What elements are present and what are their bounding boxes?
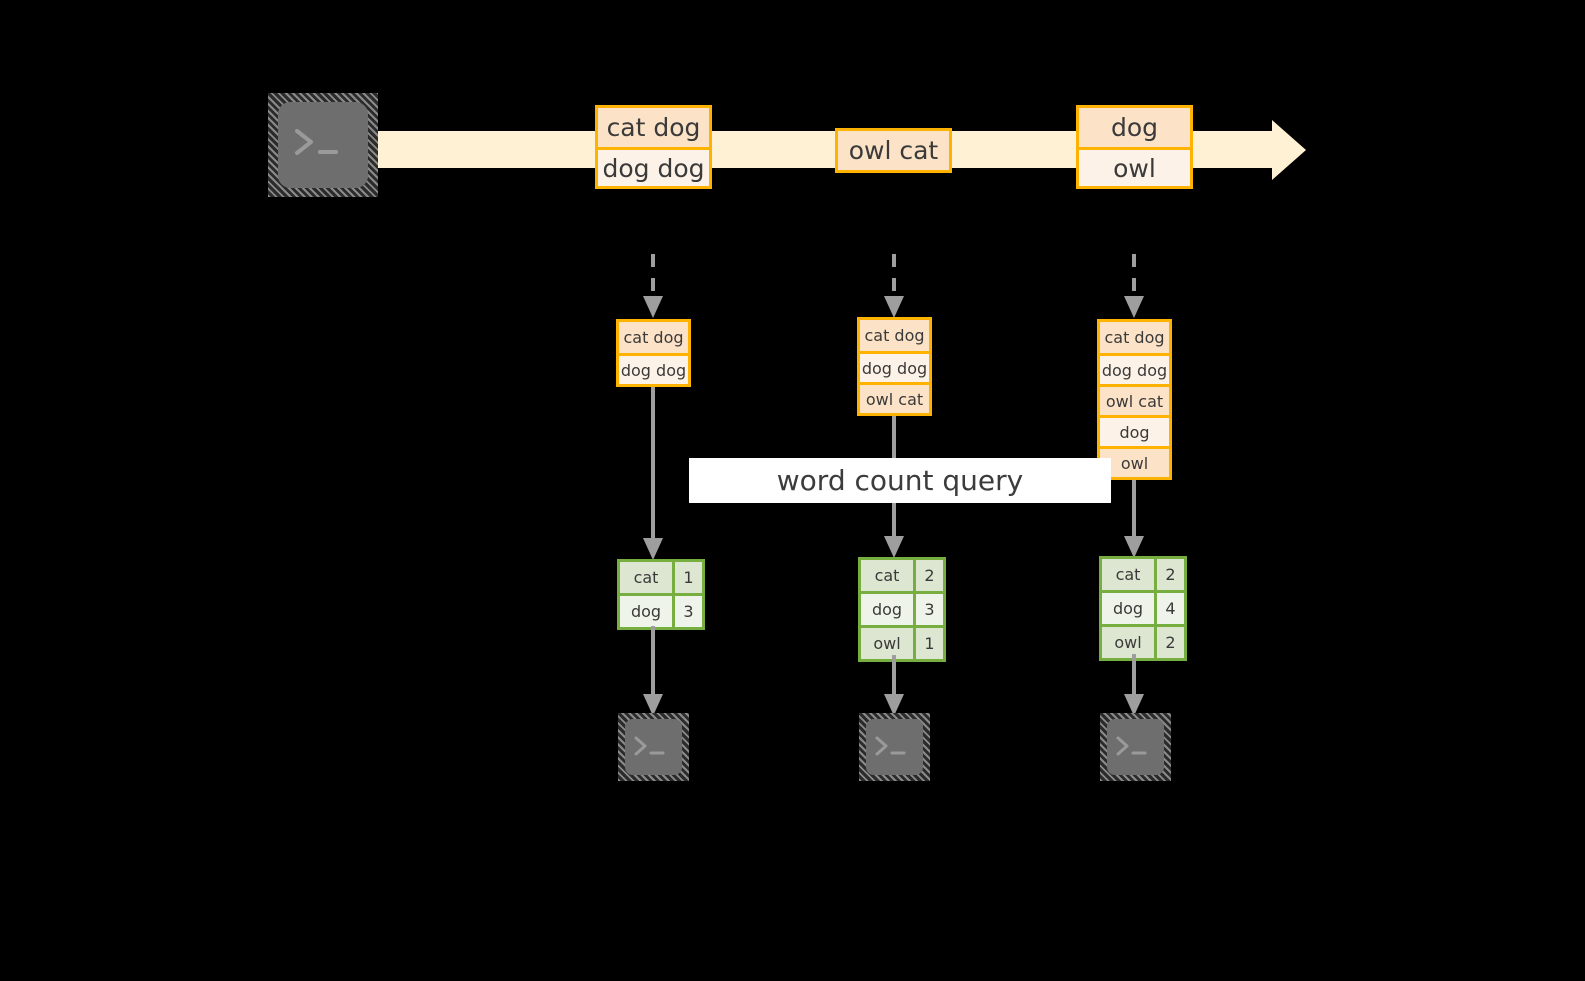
snapshot-2-result-word-3: owl [861,628,913,659]
dashed-connector-3 [1124,254,1144,318]
timeline-event-2-row-1: owl cat [838,131,949,170]
table-row: cat 2 [861,560,943,591]
snapshot-2-sink-connector [884,655,904,716]
snapshot-1-result-word-1: cat [620,562,672,593]
snapshot-2-result-word-2: dog [861,594,913,625]
snapshot-3-input-row-2: dog dog [1100,353,1169,384]
terminal-prompt-icon [875,736,905,755]
snapshot-2-result-count-2: 3 [913,594,943,625]
terminal-prompt-icon [295,129,338,155]
timeline-arrow-head [1272,120,1306,180]
snapshot-3-input-row-5: owl [1100,446,1169,477]
snapshot-1-result-count-2: 3 [672,596,702,627]
snapshot-1-result-count-1: 1 [672,562,702,593]
snapshot-3-result-word-1: cat [1102,559,1154,590]
snapshot-2-input-table[interactable]: cat dog dog dog owl cat [857,317,932,416]
snapshot-1-sink-terminal-icon[interactable] [618,713,689,781]
snapshot-1-result-table[interactable]: cat 1 dog 3 [617,559,705,630]
query-connector-1 [643,382,663,560]
snapshot-2-result-table[interactable]: cat 2 dog 3 owl 1 [858,557,946,662]
table-row: dog 4 [1102,590,1184,624]
terminal-screen [278,102,368,188]
table-row: cat 1 [620,562,702,593]
snapshot-3-input-row-1: cat dog [1100,322,1169,353]
dashed-connector-2 [884,254,904,318]
snapshot-2-sink-terminal-icon[interactable] [859,713,930,781]
terminal-screen [625,719,682,775]
table-row: cat 2 [1102,559,1184,590]
snapshot-3-result-count-3: 2 [1154,627,1184,658]
snapshot-2-input-row-2: dog dog [860,351,929,382]
snapshot-3-input-table[interactable]: cat dog dog dog owl cat dog owl [1097,319,1172,480]
query-connector-3 [1124,475,1144,558]
timeline-event-3-row-1: dog [1079,108,1190,147]
timeline-event-3-row-2: owl [1079,147,1190,186]
word-count-query-label: word count query [776,464,1024,497]
timeline-event-1[interactable]: cat dog dog dog [595,105,712,189]
snapshot-3-result-table[interactable]: cat 2 dog 4 owl 2 [1099,556,1187,661]
snapshot-2-result-word-1: cat [861,560,913,591]
snapshot-1-result-word-2: dog [620,596,672,627]
snapshot-1-sink-connector [643,626,663,716]
source-terminal-icon[interactable] [268,93,378,197]
snapshot-2-result-count-1: 2 [913,560,943,591]
snapshot-1-input-row-1: cat dog [619,322,688,353]
snapshot-2-result-count-3: 1 [913,628,943,659]
snapshot-3-input-row-3: owl cat [1100,384,1169,415]
snapshot-3-result-word-2: dog [1102,593,1154,624]
table-row: dog 3 [620,593,702,627]
table-row: owl 1 [861,625,943,659]
snapshot-3-result-count-1: 2 [1154,559,1184,590]
snapshot-3-sink-terminal-icon[interactable] [1100,713,1171,781]
table-row: owl 2 [1102,624,1184,658]
terminal-screen [1107,719,1164,775]
snapshot-1-input-row-2: dog dog [619,353,688,384]
terminal-screen [866,719,923,775]
timeline-event-1-row-2: dog dog [598,147,709,186]
snapshot-3-sink-connector [1124,654,1144,716]
word-count-query-banner: word count query [689,458,1111,503]
table-row: dog 3 [861,591,943,625]
snapshot-3-input-row-4: dog [1100,415,1169,446]
snapshot-1-input-table[interactable]: cat dog dog dog [616,319,691,387]
terminal-prompt-icon [634,736,664,755]
terminal-prompt-icon [1116,736,1146,755]
timeline-event-3[interactable]: dog owl [1076,105,1193,189]
snapshot-3-result-word-3: owl [1102,627,1154,658]
snapshot-3-result-count-2: 4 [1154,593,1184,624]
snapshot-2-input-row-1: cat dog [860,320,929,351]
timeline-event-2[interactable]: owl cat [835,128,952,173]
dashed-connector-1 [643,254,663,318]
timeline-event-1-row-1: cat dog [598,108,709,147]
snapshot-2-input-row-3: owl cat [860,382,929,413]
